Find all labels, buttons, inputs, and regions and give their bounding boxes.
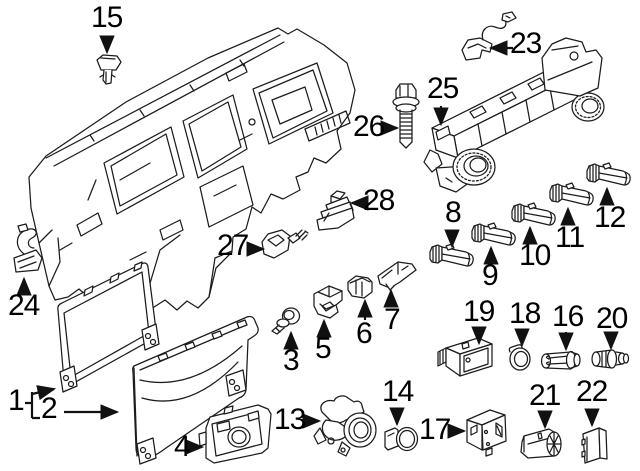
callout-17-label: 17 <box>419 413 451 446</box>
part-19-outlet-housing <box>437 337 493 377</box>
part-23-antenna-cable <box>461 11 517 61</box>
callout-13-label: 13 <box>274 403 306 436</box>
part-27-sensor <box>261 229 309 259</box>
callout-14-label: 14 <box>382 375 414 408</box>
callout-19-label: 19 <box>463 295 495 328</box>
callout-18-label: 18 <box>509 297 541 330</box>
part-6-switch <box>347 275 373 299</box>
part-15-retainer-clip <box>96 54 122 85</box>
callout-27-label: 27 <box>217 229 249 262</box>
callout-5-label: 5 <box>315 332 332 365</box>
part-12-switch <box>586 162 631 186</box>
part-8-switch <box>429 243 474 267</box>
callout-22-label: 22 <box>576 375 608 408</box>
callout-23-label: 23 <box>510 27 542 60</box>
climate-right-knob <box>571 92 605 122</box>
part-9-switch <box>471 222 516 246</box>
part-14-ignition-bezel <box>384 426 419 452</box>
callout-16-label: 16 <box>552 300 584 333</box>
part-10-switch <box>511 202 556 226</box>
callout-4-label: 4 <box>174 430 191 463</box>
callout-24-label: 24 <box>8 289 40 322</box>
leader-arrows <box>16 35 619 455</box>
callout-3-label: 3 <box>283 344 300 377</box>
part-21-outlet-socket <box>520 428 562 459</box>
part-instrument-panel-frame <box>28 27 356 311</box>
part-20-outlet-plug <box>591 349 630 369</box>
callout-7-label: 7 <box>384 303 401 336</box>
part-16-outlet-socket <box>540 350 581 370</box>
callout-10-label: 10 <box>519 239 551 272</box>
callout-12-label: 12 <box>594 201 626 234</box>
callout-25-label: 25 <box>427 72 459 105</box>
callout-20-label: 20 <box>596 302 628 335</box>
part-1-instrument-cluster <box>57 261 160 393</box>
callout-9-label: 9 <box>482 259 499 292</box>
part-3-screw <box>271 307 301 335</box>
part-18-bezel-ring <box>508 344 531 371</box>
part-24-antenna-cable <box>13 223 43 273</box>
part-5-switch <box>313 285 343 319</box>
callout-26-label: 26 <box>353 110 385 143</box>
part-2-cluster-bezel <box>132 315 259 465</box>
part-17-switch <box>466 409 507 457</box>
part-22-switch <box>581 427 608 464</box>
callout-28-label: 28 <box>363 184 395 217</box>
callout-15-label: 15 <box>91 1 123 34</box>
climate-left-knob <box>452 148 496 186</box>
callout-21-label: 21 <box>529 379 561 412</box>
callout-6-label: 6 <box>356 317 373 350</box>
part-11-switch <box>549 182 594 206</box>
part-28-relay-switch <box>316 190 355 231</box>
part-13-ignition-housing <box>313 395 377 457</box>
part-25-climate-control-unit <box>423 37 605 193</box>
callout-8-label: 8 <box>445 196 462 229</box>
part-7-switch <box>377 261 417 291</box>
callout-2-label: 2 <box>41 392 58 425</box>
callout-11-label: 11 <box>555 221 585 254</box>
callout-1-label: 1 <box>8 384 25 417</box>
part-26-sensor <box>392 83 420 149</box>
